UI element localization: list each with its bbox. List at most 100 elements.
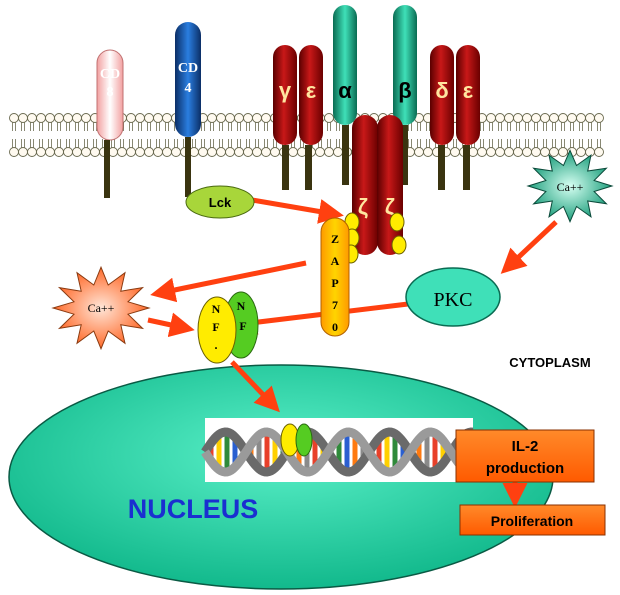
lipid-head bbox=[9, 147, 19, 157]
lipid-head bbox=[513, 113, 523, 123]
base-pair bbox=[392, 433, 398, 471]
pkc-kinase: PKC bbox=[405, 267, 501, 327]
lipid-head bbox=[36, 113, 46, 123]
delta-label: δ bbox=[435, 78, 448, 103]
base-pair bbox=[312, 435, 318, 469]
receptor-epsilon-right: ε bbox=[456, 45, 480, 190]
base-pair bbox=[384, 432, 390, 472]
lipid-head bbox=[27, 147, 37, 157]
lipid-head bbox=[270, 147, 280, 157]
lipid-head bbox=[423, 147, 433, 157]
lipid-head bbox=[90, 147, 100, 157]
nf-left-letter-3: . bbox=[215, 338, 218, 352]
lipid-head bbox=[504, 147, 514, 157]
base-pair bbox=[360, 443, 366, 461]
lipid-head bbox=[243, 147, 253, 157]
arrow-lck-to-zap bbox=[251, 197, 344, 224]
il2-label-line1: IL-2 bbox=[512, 438, 539, 455]
cd8-label-bottom: 8 bbox=[107, 85, 114, 100]
base-pair bbox=[208, 443, 214, 461]
lipid-head bbox=[594, 113, 604, 123]
lipid-head bbox=[243, 113, 253, 123]
cytoplasm-label: CYTOPLASM bbox=[509, 355, 590, 370]
receptor-alpha: α bbox=[333, 5, 357, 185]
proliferation-label: Proliferation bbox=[491, 513, 573, 529]
cd4-label-top: CD bbox=[178, 61, 198, 76]
lipid-head bbox=[324, 147, 334, 157]
lipid-head bbox=[81, 113, 91, 123]
lipid-head bbox=[576, 113, 586, 123]
lipid-head bbox=[522, 147, 532, 157]
pkc-label: PKC bbox=[434, 289, 473, 311]
lipid-head bbox=[54, 147, 64, 157]
calcium-right-label: Ca++ bbox=[557, 180, 584, 194]
lipid-head bbox=[126, 147, 136, 157]
lipid-head bbox=[549, 113, 559, 123]
base-pair bbox=[424, 432, 430, 472]
lipid-head bbox=[594, 147, 604, 157]
lipid-head bbox=[72, 113, 82, 123]
lipid-head bbox=[450, 147, 460, 157]
dna-strand-a bbox=[201, 427, 474, 477]
arrow-ca-to-pkc bbox=[500, 220, 558, 274]
lipid-head bbox=[540, 147, 550, 157]
lipid-head bbox=[135, 147, 145, 157]
zap70-letter-3: P bbox=[331, 276, 338, 290]
lipid-head bbox=[477, 147, 487, 157]
arrow-nf-to-dna bbox=[230, 360, 280, 413]
lipid-head bbox=[45, 147, 55, 157]
dna-strand-b bbox=[201, 427, 474, 477]
lipid-head bbox=[54, 113, 64, 123]
base-pair bbox=[344, 432, 350, 472]
lipid-head bbox=[216, 147, 226, 157]
phospho-dots bbox=[343, 212, 407, 264]
calcium-left-label: Ca++ bbox=[88, 301, 115, 315]
lipid-head bbox=[549, 147, 559, 157]
lipid-head bbox=[261, 113, 271, 123]
lipid-head bbox=[261, 147, 271, 157]
base-pair bbox=[336, 437, 342, 467]
dna-helix bbox=[201, 418, 474, 482]
lipid-head bbox=[252, 147, 262, 157]
zeta-left-label: ζ bbox=[358, 194, 368, 219]
lipid-head bbox=[495, 113, 505, 123]
alpha-label: α bbox=[338, 78, 352, 103]
lipid-head bbox=[144, 147, 154, 157]
beta-label: β bbox=[398, 78, 411, 103]
base-pair bbox=[352, 434, 358, 470]
lipid-head bbox=[135, 113, 145, 123]
receptor-beta: β bbox=[393, 5, 417, 185]
lipid-head bbox=[207, 113, 217, 123]
lipid-head bbox=[18, 147, 28, 157]
lipid-head bbox=[540, 113, 550, 123]
cd8-label-top: CD bbox=[100, 67, 120, 82]
epsilon-left-label: ε bbox=[306, 78, 317, 103]
lipid-head bbox=[558, 113, 568, 123]
lipid-head bbox=[234, 147, 244, 157]
zap70-letter-5: 0 bbox=[332, 320, 338, 334]
calcium-burst-left: Ca++ bbox=[51, 265, 151, 351]
receptor-delta: δ bbox=[430, 45, 454, 190]
lipid-head bbox=[486, 113, 496, 123]
lipid-head bbox=[414, 147, 424, 157]
lipid-head bbox=[27, 113, 37, 123]
lipid-head bbox=[324, 113, 334, 123]
lipid-head bbox=[495, 147, 505, 157]
nf-right-letter-1: N bbox=[237, 299, 246, 313]
lipid-head bbox=[162, 147, 172, 157]
base-pair bbox=[224, 432, 230, 472]
il2-production-box: IL-2 production bbox=[455, 429, 595, 483]
epsilon-right-label: ε bbox=[463, 78, 474, 103]
lipid-head bbox=[207, 147, 217, 157]
lipid-head bbox=[585, 147, 595, 157]
base-pair bbox=[216, 434, 222, 470]
lipid-head bbox=[153, 147, 163, 157]
lipid-head bbox=[522, 113, 532, 123]
il2-label-line2: production bbox=[486, 460, 564, 477]
lipid-head bbox=[585, 113, 595, 123]
arrow-zap-to-ca bbox=[150, 260, 307, 303]
lipid-head bbox=[63, 113, 73, 123]
base-pair bbox=[376, 438, 382, 466]
receptor-cd4: CD 4 bbox=[175, 22, 201, 197]
zap70-letter-4: 7 bbox=[332, 298, 338, 312]
